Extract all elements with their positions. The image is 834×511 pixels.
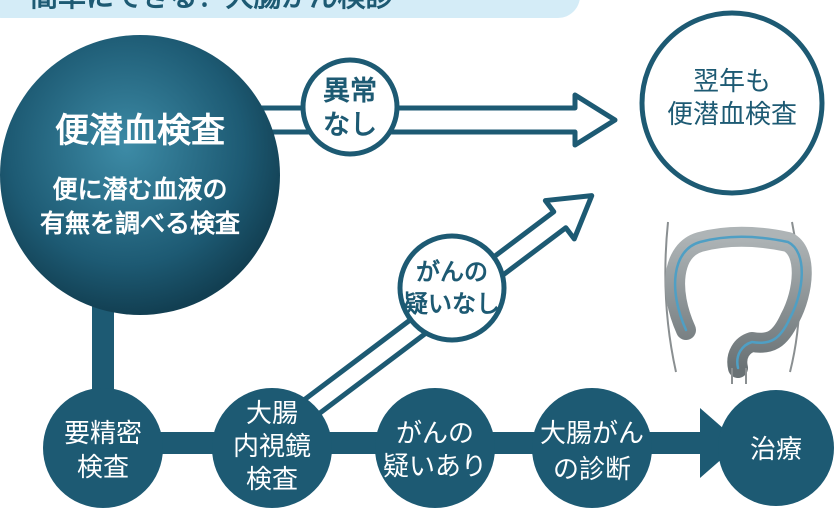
main-test-desc-2: 有無を調べる検査: [40, 209, 240, 238]
step-3-line1: がんの: [396, 419, 474, 449]
normal-line2: なし: [323, 110, 377, 141]
step-2-line1: 大腸: [246, 399, 298, 429]
step-diagnosis: 大腸がん の診断: [532, 388, 652, 508]
step-3-line2: 疑いあり: [383, 452, 487, 482]
step-4-line2: の診断: [553, 455, 631, 485]
step-2-line3: 検査: [246, 465, 298, 495]
arrow-to-next-year: [247, 92, 618, 148]
colon-endoscopy-illustration: [664, 221, 812, 384]
step-5-line1: 治療: [750, 435, 802, 465]
step-1-line1: 要精密: [64, 419, 142, 449]
banner-text: 簡単にできる！大腸がん検診: [30, 0, 394, 13]
title-banner: 簡単にできる！大腸がん検診: [0, 0, 580, 18]
next-year-line2: 便潜血検査: [667, 100, 797, 130]
step-4-line1: 大腸がん: [540, 419, 644, 449]
main-test-title: 便潜血検査: [55, 111, 225, 151]
no-cancer-line2: 疑いなし: [404, 290, 500, 318]
no-cancer-circle: がんの 疑いなし: [397, 233, 507, 343]
step-suspected-cancer: がんの 疑いあり: [375, 388, 495, 508]
step-2-line2: 内視鏡: [233, 432, 311, 462]
next-year-circle: 翌年も 便潜血検査: [639, 10, 825, 196]
main-test-circle: 便潜血検査 便に潜む血液の 有無を調べる検査: [0, 35, 280, 315]
normal-result-circle: 異常 なし: [300, 57, 400, 157]
no-cancer-line1: がんの: [416, 258, 488, 286]
step-1-line2: 検査: [77, 453, 129, 483]
step-treatment: 治療: [718, 390, 834, 506]
next-year-line1: 翌年も: [693, 67, 771, 97]
step-detailed-exam: 要精密 検査: [43, 388, 163, 508]
normal-line1: 異常: [323, 76, 377, 107]
main-test-desc-1: 便に潜む血液の: [52, 175, 227, 204]
step-colonoscopy: 大腸 内視鏡 検査: [212, 388, 332, 508]
